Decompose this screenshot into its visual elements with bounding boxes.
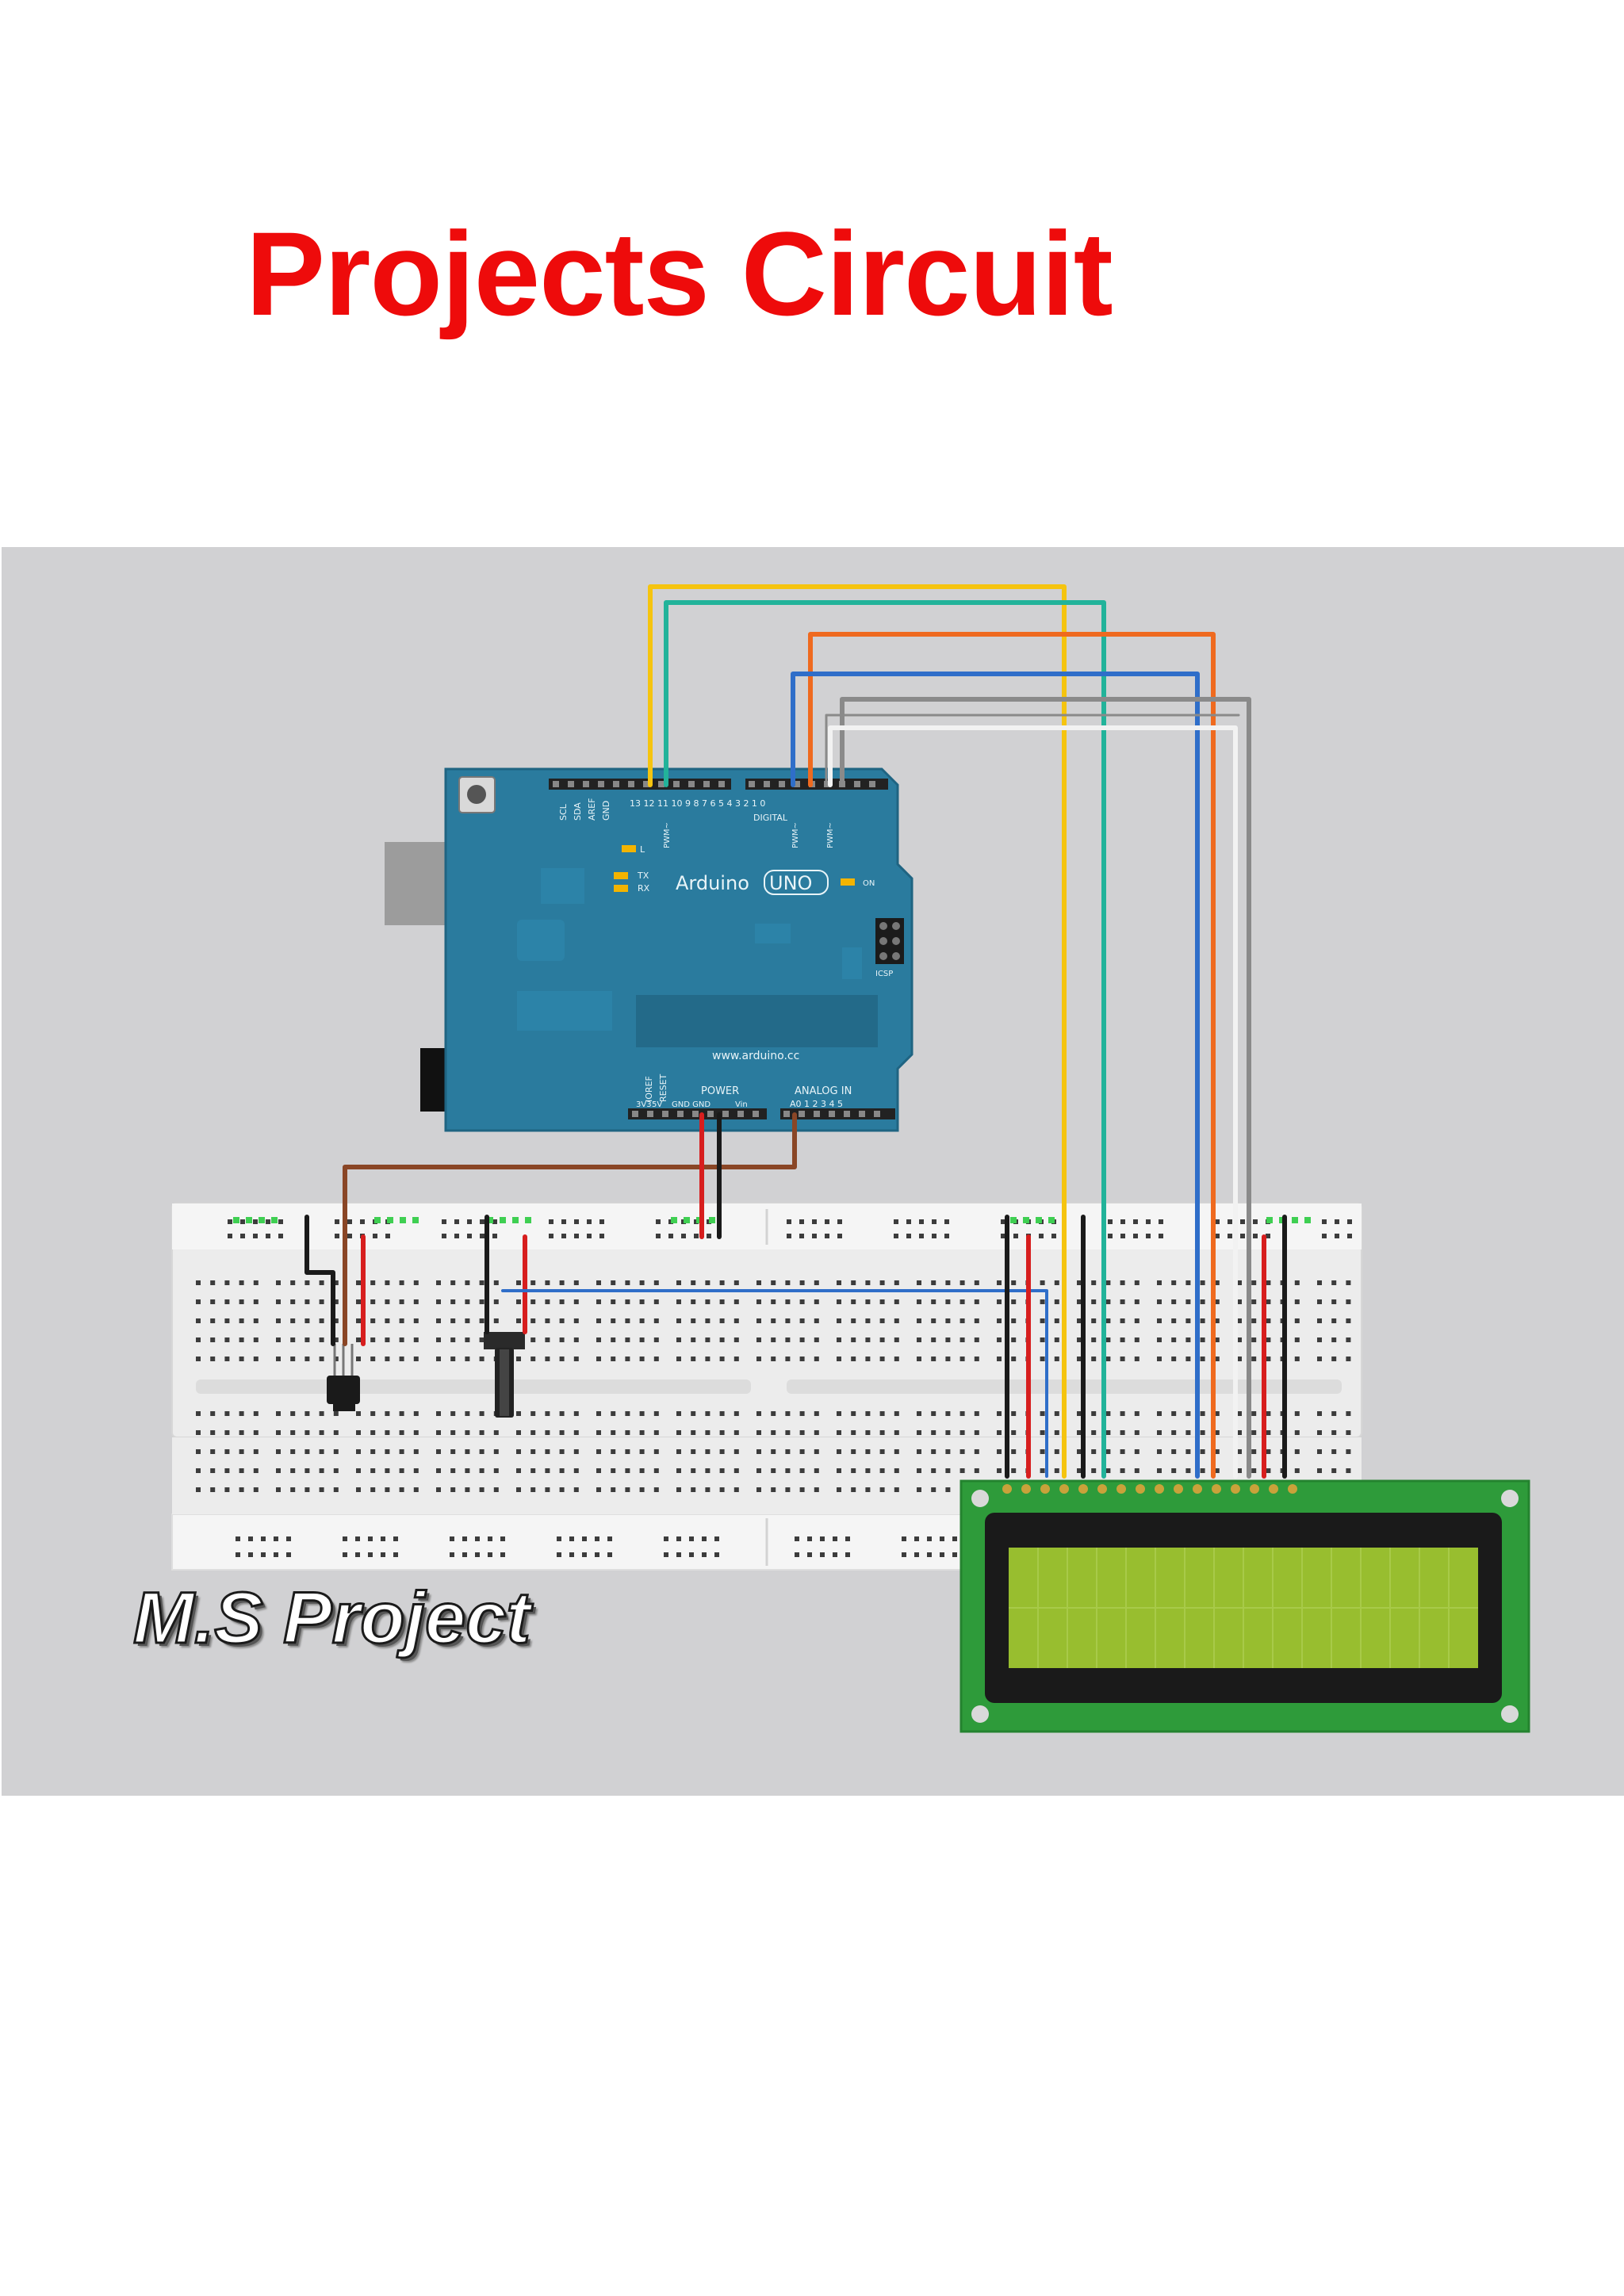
icsp-label: ICSP [875,970,893,978]
label-pwm-11: PWM~ [663,822,672,848]
lcd-pin-header [1002,1484,1297,1494]
label-scl: SCL [558,803,569,821]
rx-label: RX [638,883,650,894]
arduino-uno-board: Arduino UNO www.arduino.cc DIGITAL POWER… [385,767,914,1132]
label-reset: RESET [658,1073,668,1102]
label-gnd: GND [601,801,611,821]
label-pwm-3: PWM~ [826,822,835,848]
label-pwm-5: PWM~ [791,822,800,848]
arduino-model-label: UNO [769,872,812,894]
microcontroller-chip [636,995,878,1047]
label-vin: Vin [735,1100,748,1109]
circuit-canvas: Arduino UNO www.arduino.cc DIGITAL POWER… [2,547,1624,1796]
circuit-diagram: Arduino UNO www.arduino.cc DIGITAL POWER… [171,584,1530,1733]
led-rx [614,885,628,892]
label-ioref: IOREF [644,1076,654,1102]
l-label: L [640,844,645,855]
led-tx [614,872,628,879]
digital-pin-numbers: 13 12 11 10 9 8 7 6 5 4 3 2 1 0 [630,798,765,809]
digital-label: DIGITAL [753,813,788,823]
arduino-brand-label: Arduino [676,872,749,894]
analog-in-label: ANALOG IN [795,1085,852,1097]
label-sda: SDA [573,802,583,821]
label-3v3: 3V3 [636,1100,652,1109]
label-5v: 5V [652,1100,662,1109]
wires [304,584,1287,1479]
page-title: Projects Circuit [246,207,1113,340]
tx-label: TX [637,871,649,881]
analog-pin-numbers: A0 1 2 3 4 5 [790,1099,843,1109]
lcd-16x2-module [959,1479,1530,1733]
on-label: ON [863,879,875,888]
power-label: POWER [701,1085,739,1097]
potentiometer [484,1332,525,1418]
arduino-header-pins [553,781,880,1117]
label-gnd-gnd: GND GND [672,1100,710,1109]
lcd-character-cells [1009,1548,1478,1668]
label-aref: AREF [587,798,597,821]
watermark-ms-project: M.S Project [132,1578,531,1659]
led-l [622,845,636,852]
arduino-website-label: www.arduino.cc [712,1050,799,1062]
breadboard-holes [196,1217,1352,1557]
temperature-sensor [327,1344,360,1411]
led-on [841,878,855,886]
